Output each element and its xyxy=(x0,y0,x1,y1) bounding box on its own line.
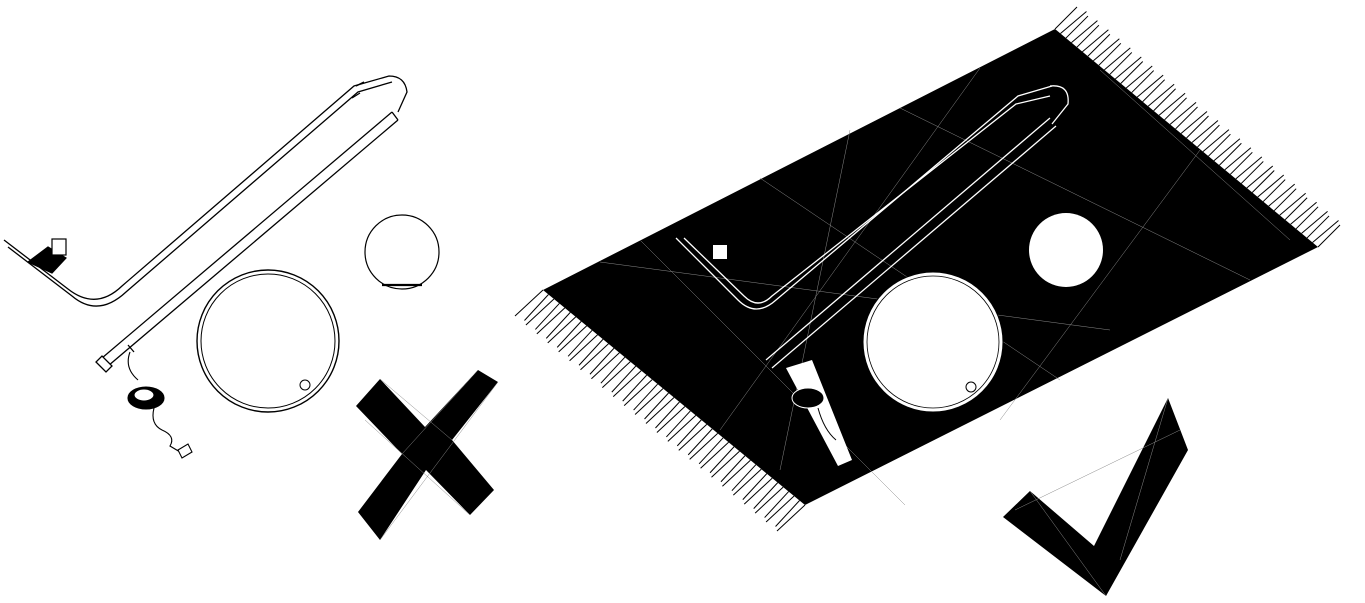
rug-fringe-strand xyxy=(602,362,630,388)
rug-fringe-strand xyxy=(755,487,783,513)
arm-mount-plate xyxy=(28,239,66,273)
rug-fringe-strand xyxy=(624,380,652,406)
left-panel-bare-floor xyxy=(4,76,498,540)
rug-fringe-strand xyxy=(701,442,729,468)
rug-fringe-strand xyxy=(668,415,696,441)
rug-fringe-strand xyxy=(777,505,805,531)
rug-fringe-strand xyxy=(548,317,576,343)
rug-fringe-strand xyxy=(613,371,641,397)
rug-fringe-strand xyxy=(515,290,543,316)
round-base-plate-on-rug xyxy=(863,272,1003,412)
rug-fringe-strand xyxy=(744,478,772,504)
rug-fringe-strand xyxy=(679,424,707,450)
rug xyxy=(543,29,1318,505)
rug-fringe-strand xyxy=(722,460,750,486)
globe-shade-on-rug xyxy=(1029,213,1103,287)
globe-shade xyxy=(365,215,439,289)
rug-fringe-strand xyxy=(690,433,718,459)
cross-mark-icon xyxy=(356,370,498,540)
rug-fringe-strand xyxy=(526,299,554,325)
rug-fringe-strand xyxy=(646,398,674,424)
rug-fringe-strand xyxy=(559,326,587,352)
rug-fringe-strand xyxy=(733,469,761,495)
check-mark-icon xyxy=(1003,398,1188,596)
rug-fringe-strand xyxy=(570,335,598,361)
curved-lamp-arm xyxy=(4,76,407,306)
rug-fringe-strand xyxy=(581,344,609,370)
foot-switch-cable xyxy=(128,352,192,458)
right-panel-rug xyxy=(515,7,1340,596)
rug-fringe-strand xyxy=(537,308,565,334)
rug-fringe-strand xyxy=(591,353,619,379)
rug-fringe-strand xyxy=(766,496,794,522)
rug-fringe-strand xyxy=(1055,7,1077,29)
lower-pole xyxy=(96,112,398,372)
rug-fringe-strand xyxy=(657,406,685,432)
rug-fringe-strand xyxy=(712,451,740,477)
rug-fringe-strand xyxy=(635,389,663,415)
arm-mount-plate-on-rug xyxy=(713,245,727,259)
round-base-plate xyxy=(197,270,339,412)
